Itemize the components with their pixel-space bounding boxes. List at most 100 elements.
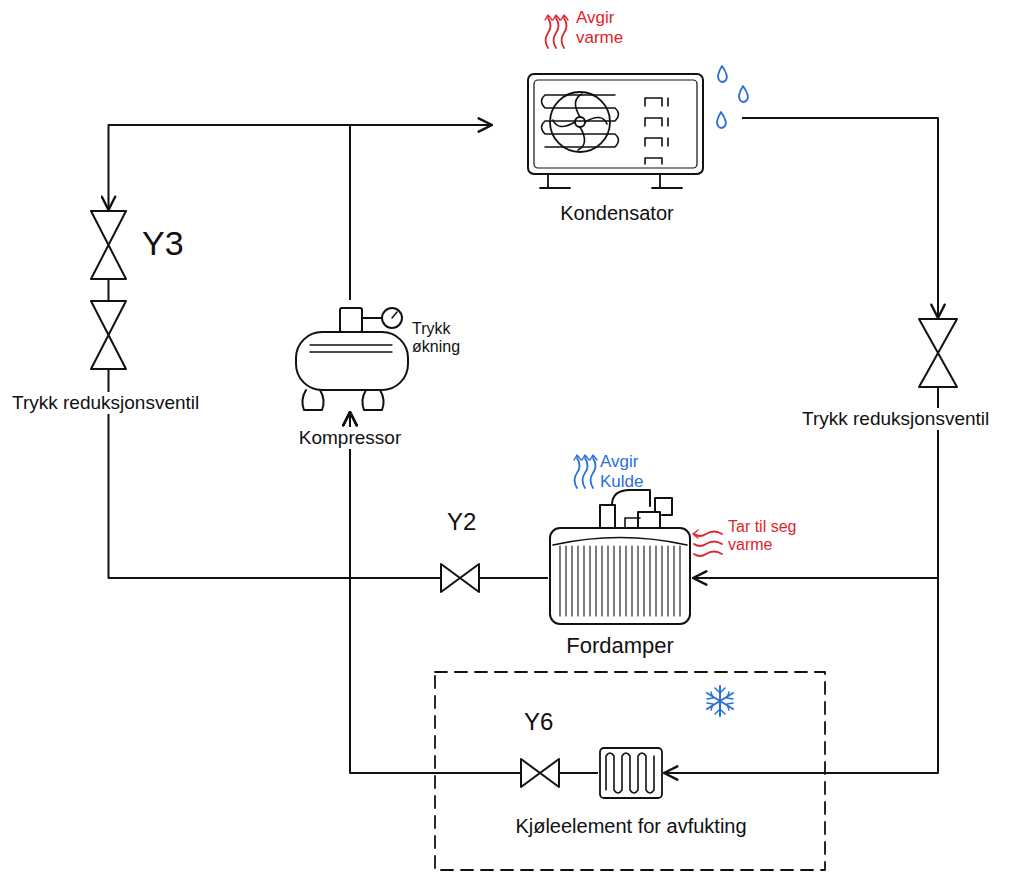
cooling-coil-part bbox=[600, 748, 662, 798]
component-label: Kondensator bbox=[558, 202, 675, 225]
evaporator-unit-part bbox=[550, 528, 690, 624]
evaporator-fin bbox=[625, 546, 626, 616]
snowflake-part bbox=[707, 686, 733, 716]
evaporator-fin bbox=[649, 546, 650, 616]
heat-in-waves-part bbox=[693, 530, 698, 538]
pipe-connector bbox=[560, 772, 598, 774]
condenser-node: Kondensator bbox=[492, 62, 742, 192]
water-drops-part bbox=[717, 112, 726, 128]
component-label: Kompressor bbox=[297, 427, 403, 449]
heat-in-waves-part bbox=[694, 542, 722, 547]
evaporator-fin bbox=[607, 546, 608, 616]
valve-label: Y2 bbox=[445, 508, 478, 536]
heat-in-waves-part bbox=[694, 532, 722, 537]
condenser-unit-part bbox=[550, 92, 610, 152]
valve-label: Trykk reduksjonsventil bbox=[10, 392, 201, 414]
condenser-unit-part bbox=[553, 94, 607, 150]
condenser-unit-part bbox=[575, 117, 585, 127]
compressor-unit-part bbox=[296, 332, 408, 390]
evaporator-fin bbox=[655, 546, 656, 616]
condenser-unit-part bbox=[540, 174, 682, 188]
heat-waves-part bbox=[546, 18, 551, 48]
valve-outline bbox=[918, 318, 958, 388]
compressor-unit-part bbox=[362, 390, 383, 410]
valve-bowtie bbox=[521, 759, 559, 787]
evaporator-fin bbox=[577, 546, 578, 616]
pressure-callout: Trykk økning bbox=[412, 320, 478, 357]
cold-waves-part bbox=[575, 458, 580, 488]
component-label: Fordamper bbox=[564, 633, 676, 658]
pipe-connector bbox=[108, 280, 110, 300]
component-label: Kjøleelement for avfukting bbox=[513, 815, 748, 838]
valve-bowtie bbox=[91, 301, 126, 369]
condenser-unit-part bbox=[534, 80, 697, 168]
pipe-connector bbox=[350, 125, 492, 300]
condenser-unit-part bbox=[645, 98, 662, 164]
cold-callout: Avgir Kulde bbox=[600, 452, 664, 491]
heat-waves bbox=[545, 15, 568, 48]
cold-waves bbox=[574, 455, 597, 488]
heat-callout: Tar til seg varme bbox=[728, 518, 814, 555]
cold-waves-part bbox=[591, 458, 596, 488]
evaporator-unit-part bbox=[560, 546, 680, 616]
valve-outline bbox=[520, 758, 560, 788]
heat-waves-part bbox=[562, 18, 567, 48]
evaporator-fin bbox=[595, 546, 596, 616]
compressor-unit-part bbox=[340, 308, 362, 332]
heat-waves-part bbox=[545, 15, 568, 20]
snowflake-part bbox=[707, 688, 733, 714]
evaporator-fin bbox=[667, 546, 668, 616]
evaporator-node: Fordamper bbox=[548, 495, 693, 627]
pipe-connector bbox=[350, 412, 520, 773]
compressor-unit-part bbox=[310, 345, 392, 352]
valve-outline bbox=[90, 210, 127, 280]
condenser-unit-part bbox=[667, 98, 669, 146]
water-drops-part bbox=[739, 86, 748, 102]
cooling-coil bbox=[600, 748, 662, 798]
evaporator-fin bbox=[571, 546, 572, 616]
valve-symbol: Y3 bbox=[90, 210, 127, 280]
valve-bowtie bbox=[91, 211, 126, 279]
pipe-connector bbox=[480, 577, 548, 579]
valve-symbol: Y6 bbox=[520, 758, 560, 788]
evaporator-fin bbox=[679, 546, 680, 616]
pipe-connector bbox=[664, 388, 938, 773]
cold-waves-part bbox=[574, 455, 597, 460]
compressor-unit-part bbox=[382, 308, 402, 328]
valve-bowtie bbox=[441, 564, 479, 592]
heat-waves-part bbox=[554, 18, 559, 48]
condenser-unit bbox=[528, 74, 703, 188]
cooling-coil-part bbox=[606, 753, 654, 793]
water-drops-part bbox=[718, 66, 727, 82]
evaporator-fin bbox=[559, 546, 560, 616]
valve-label: Y3 bbox=[140, 224, 186, 263]
compressor-unit bbox=[296, 308, 408, 410]
cold-waves-part bbox=[583, 458, 588, 488]
evaporator-fin bbox=[589, 546, 590, 616]
compressor-unit-part bbox=[336, 331, 366, 333]
valve-outline bbox=[440, 563, 480, 593]
evaporator-fin bbox=[643, 546, 644, 616]
evaporator-fin bbox=[583, 546, 584, 616]
evaporator-fin bbox=[601, 546, 602, 616]
heat-in-waves bbox=[693, 530, 722, 556]
evaporator-fin bbox=[619, 546, 620, 616]
evaporator-unit-part bbox=[600, 490, 672, 528]
valve-symbol: Trykk reduksjonsventil bbox=[90, 300, 127, 370]
condenser-unit-part bbox=[528, 74, 703, 174]
snowflake bbox=[707, 686, 733, 716]
heat-callout: Avgir varme bbox=[576, 8, 640, 47]
evaporator-fin bbox=[565, 546, 566, 616]
compressor-node: Kompressor bbox=[290, 300, 410, 412]
pipe-connector bbox=[109, 125, 351, 300]
compressor-unit-part bbox=[302, 390, 323, 410]
valve-label: Y6 bbox=[522, 708, 555, 736]
valve-symbol: Y2 bbox=[440, 563, 480, 593]
valve-bowtie bbox=[919, 319, 957, 387]
evaporator-fin bbox=[631, 546, 632, 616]
valve-outline bbox=[90, 300, 127, 370]
evaporator-unit bbox=[550, 490, 690, 624]
